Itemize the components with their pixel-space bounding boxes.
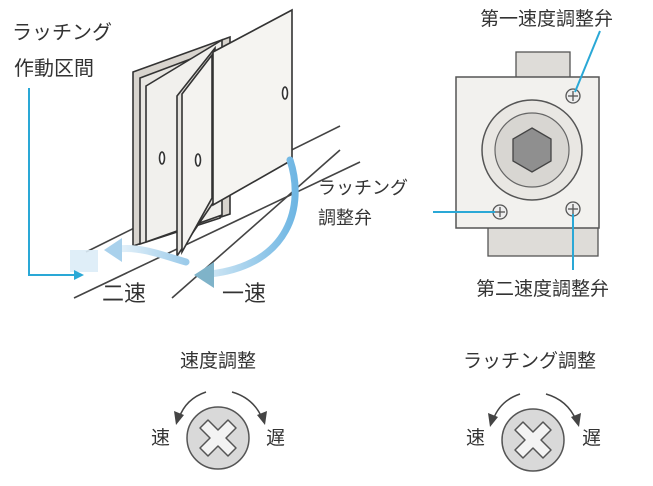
first-speed-valve-label: 第一速度調整弁 [480, 8, 614, 30]
door-leaves-icon [132, 8, 293, 259]
latching-valve-label-line1: ラッチング [318, 178, 408, 199]
second-speed-valve-label: 第二速度調整弁 [476, 278, 610, 300]
second-speed-label: 二速 [102, 282, 147, 307]
latching-zone-glow-icon [70, 250, 98, 272]
first-speed-arc-icon [206, 156, 299, 278]
second-speed-arc-icon [114, 244, 190, 266]
first-speed-arrowhead-icon [194, 262, 214, 288]
latching-zone-label-line2: 作動区間 [14, 56, 94, 80]
speed-adjust-ccw-arrowhead-icon [174, 411, 184, 425]
latching-zone-callout-arrow-icon [74, 270, 84, 280]
latching-zone-label-line1: ラッチング [12, 20, 112, 44]
speed-adjust-slow-label: 遅 [266, 427, 286, 449]
second-speed-arrowhead-icon [104, 238, 122, 262]
latching-zone-callout-line [28, 88, 76, 276]
latching-adjust-fast-label: 速 [466, 427, 486, 449]
first-speed-valve-callout-line [574, 30, 601, 93]
latching-adjust-cw-arrowhead-icon [571, 413, 581, 427]
speed-adjust-knob-icon [186, 406, 250, 470]
latching-adjust-ccw-arrowhead-icon [488, 413, 498, 427]
valve-body-icon [455, 51, 600, 257]
latching-adjust-slow-label: 遅 [582, 427, 602, 449]
latching-valve-screw-icon [492, 204, 508, 220]
speed-adjust-cw-arrowhead-icon [257, 411, 267, 425]
second-speed-valve-screw-icon [565, 201, 581, 217]
speed-adjust-fast-label: 速 [151, 427, 171, 449]
latching-valve-label-line2: 調整弁 [318, 208, 372, 229]
latching-adjust-knob-icon [501, 408, 565, 472]
first-speed-valve-screw-icon [565, 88, 581, 104]
first-speed-label: 一速 [222, 282, 267, 307]
latching-adjust-title: ラッチング調整 [463, 350, 597, 372]
speed-adjust-title: 速度調整 [180, 350, 257, 372]
